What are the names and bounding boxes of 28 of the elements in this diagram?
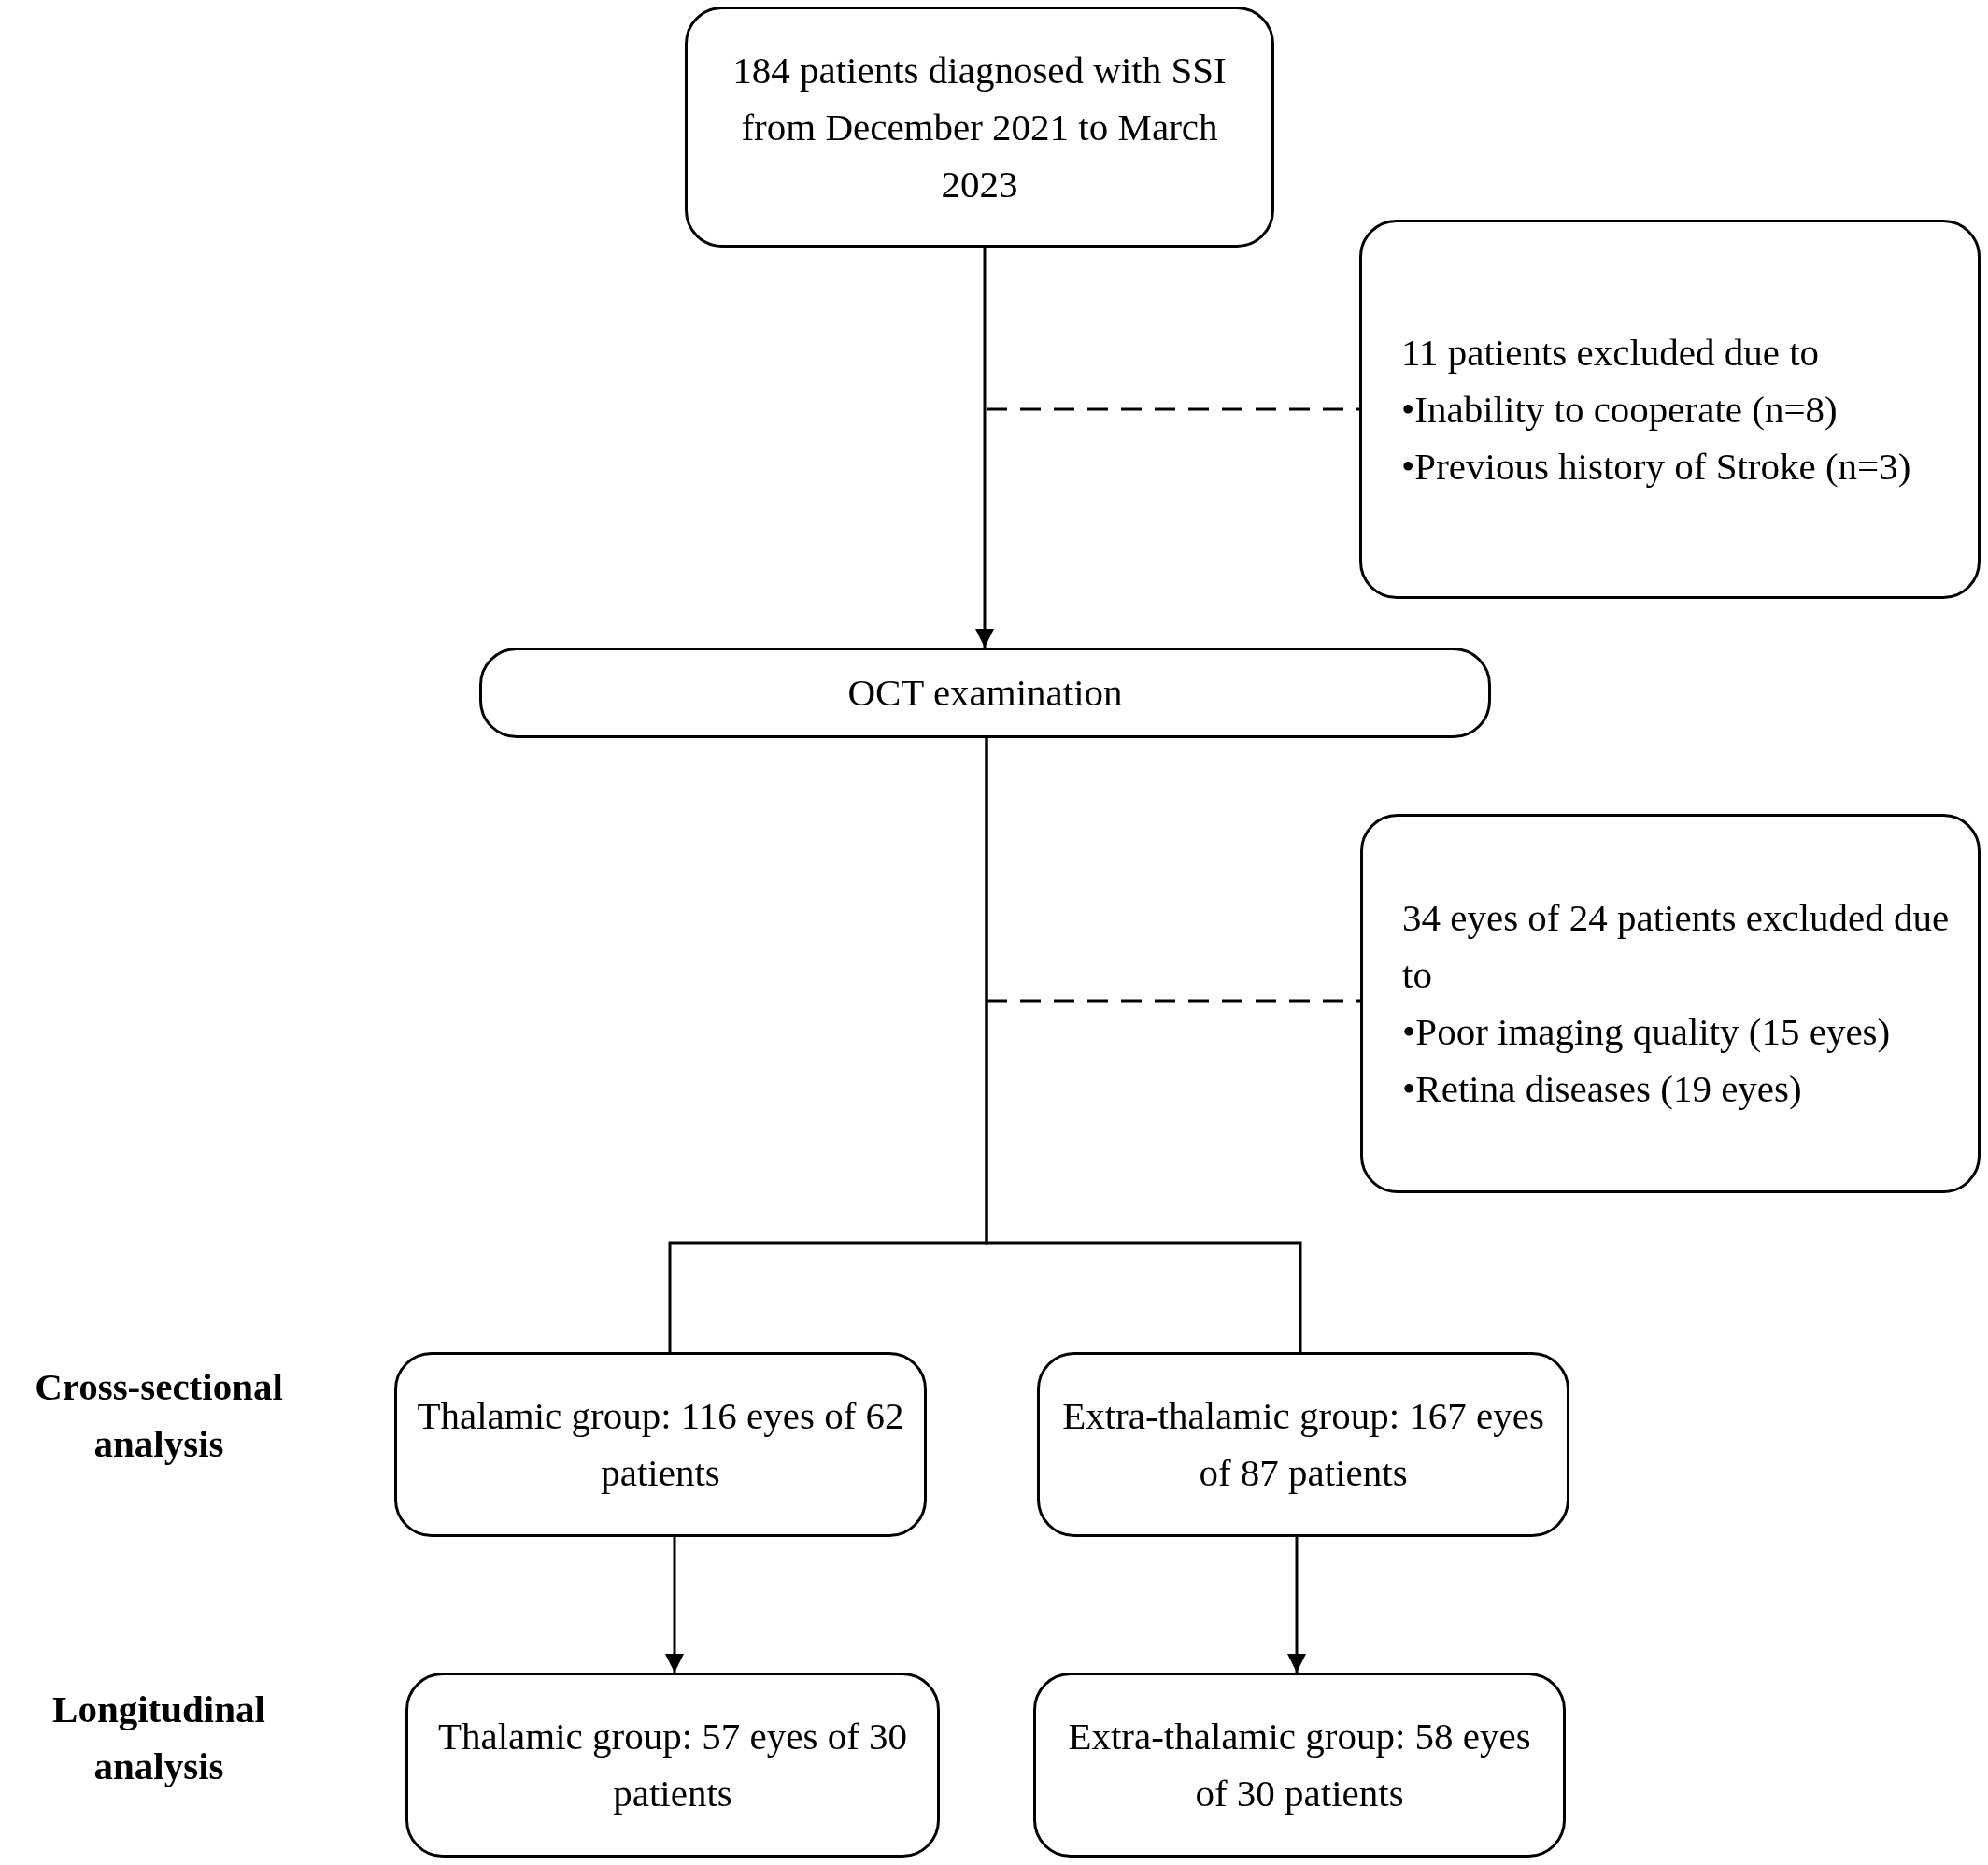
connector-line — [985, 738, 1302, 1352]
process-box — [405, 1673, 940, 1858]
exclusion-box — [1359, 220, 1981, 599]
bullet-item: •Previous history of Stroke (n=3) — [1401, 443, 1912, 490]
exclusion-box — [1360, 814, 1981, 1193]
box-text: Thalamic group: 57 eyes of 30 patients — [436, 1714, 909, 1816]
bullet-item: •Poor imaging quality (15 eyes) — [1402, 1009, 1892, 1055]
box-text: 34 eyes of 24 patients excluded due to — [1402, 895, 1950, 998]
process-box — [479, 648, 1491, 738]
arrow — [975, 248, 994, 648]
box-text: 11 patients excluded due to — [1401, 329, 1821, 376]
box-text: Extra-thalamic group: 167 eyes of 87 patients — [1061, 1393, 1545, 1496]
box-text: Thalamic group: 116 eyes of 62 patients — [416, 1393, 905, 1496]
bullet-item: •Retina diseases (19 eyes) — [1402, 1066, 1803, 1112]
row-label: Longitudinal analysis — [51, 1687, 266, 1789]
arrow — [665, 1537, 684, 1673]
box-text: OCT examination — [847, 670, 1123, 716]
process-box — [685, 7, 1274, 248]
dashed-connector — [987, 407, 1359, 411]
row-label: Cross-sectional analysis — [34, 1364, 284, 1467]
dashed-connector — [987, 999, 1360, 1003]
bullet-item: •Inability to cooperate (n=8) — [1401, 386, 1839, 433]
process-box — [1033, 1673, 1566, 1858]
arrow — [1287, 1537, 1306, 1673]
process-box — [394, 1352, 927, 1537]
box-text: Extra-thalamic group: 58 eyes of 30 patients — [1067, 1714, 1532, 1816]
box-text: 184 patients diagnosed with SSI from December 2021 to March 2023 — [731, 47, 1228, 207]
process-box — [1037, 1352, 1569, 1537]
